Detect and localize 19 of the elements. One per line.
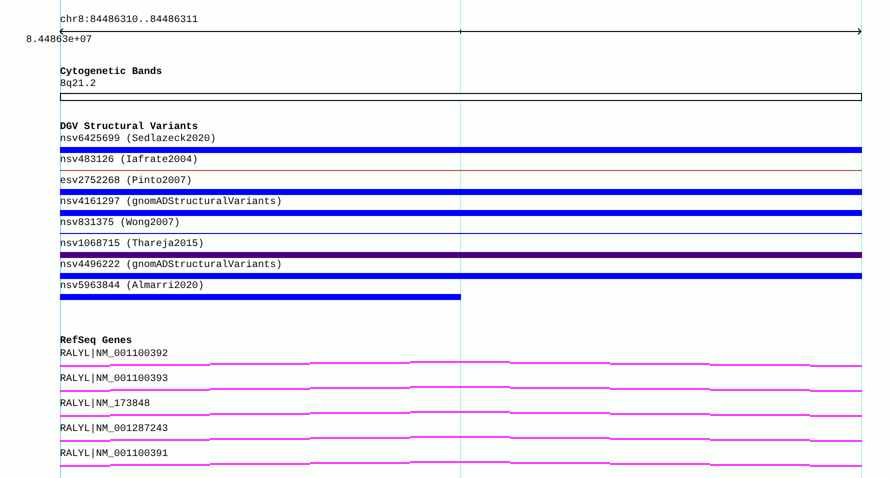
track-title: DGV Structural Variants	[60, 122, 198, 134]
feature-label: RALYL|NM_001287243	[60, 424, 168, 436]
feature-label: nsv4496222 (gnomADStructuralVariants)	[60, 260, 282, 272]
feature-label: nsv6425699 (Sedlazeck2020)	[60, 134, 216, 146]
track-title: RefSeq Genes	[60, 336, 132, 348]
scale-tick-label: 8.44863e+07	[26, 35, 92, 47]
feature-label: nsv831375 (Wong2007)	[60, 218, 180, 230]
feature-label: esv2752268 (Pinto2007)	[60, 176, 192, 188]
feature-label: RALYL|NM_001100391	[60, 449, 168, 461]
feature-label: nsv5963844 (Almarri2020)	[60, 281, 204, 293]
track-title: Cytogenetic Bands	[60, 67, 162, 79]
feature-label: nsv483126 (Iafrate2004)	[60, 155, 198, 167]
coordinate-label: chr8:84486310..84486311	[60, 15, 198, 27]
feature-label: RALYL|NM_173848	[60, 399, 150, 411]
feature-label: nsv1068715 (Thareja2015)	[60, 239, 204, 251]
feature-label: nsv4161297 (gnomADStructuralVariants)	[60, 197, 282, 209]
feature-label: RALYL|NM_001100392	[60, 349, 168, 361]
feature-label: RALYL|NM_001100393	[60, 374, 168, 386]
feature-label: 8q21.2	[60, 79, 96, 91]
